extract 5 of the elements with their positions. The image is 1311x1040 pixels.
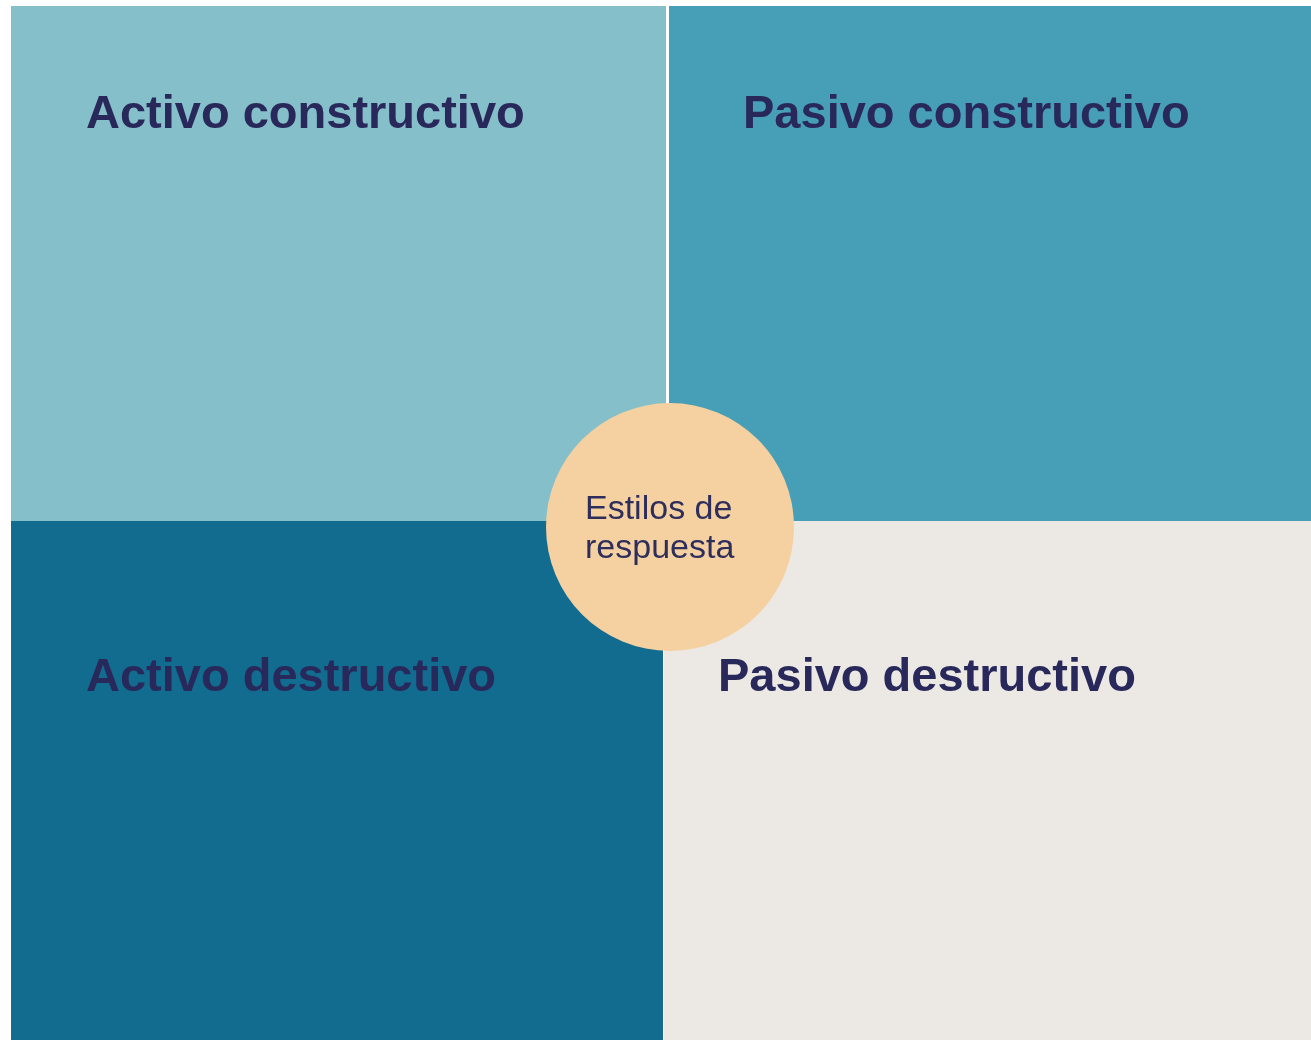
quadrant-heading: Pasivo constructivo [743, 84, 1190, 139]
quadrant-heading: Activo destructivo [86, 647, 497, 702]
quadrant-heading: Pasivo destructivo [718, 647, 1136, 702]
quadrant-heading: Activo constructivo [86, 84, 525, 139]
center-label: Estilos de respuesta [585, 487, 736, 567]
